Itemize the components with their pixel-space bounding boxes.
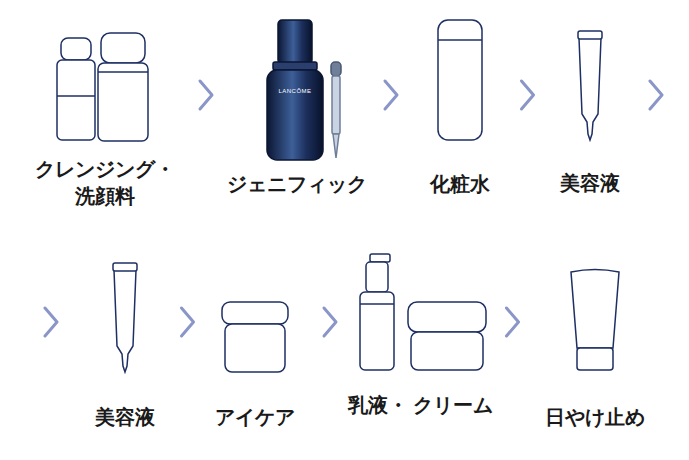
icon-part: [370, 254, 390, 262]
step-label: 美容液: [541, 170, 639, 197]
icon-part: [61, 38, 91, 60]
icon-part: [333, 134, 339, 158]
icon-part: [366, 262, 388, 292]
step-label: 美容液: [71, 404, 179, 431]
step-item: 化粧水: [406, 18, 514, 198]
icon-part: [360, 303, 394, 305]
product-icon: [346, 252, 494, 372]
icon-part: [225, 324, 285, 372]
icon-part: [113, 263, 137, 271]
step-item: 美容液: [541, 30, 639, 197]
icon-part: [98, 63, 148, 141]
product-icon: [531, 268, 659, 373]
step-chevron: [522, 81, 534, 109]
step-item: 日やけ止め: [531, 268, 659, 431]
brand-label: LANCÔME: [267, 88, 323, 94]
icon-part: [278, 20, 312, 64]
icon-part: [273, 62, 317, 70]
step-chevron: [324, 308, 336, 336]
step-label: クレンジング・ 洗顔料: [16, 156, 194, 210]
step-label: アイケア: [196, 404, 314, 431]
step-item: 美容液: [71, 262, 179, 431]
icon-part: [408, 302, 486, 332]
icon-part: [577, 348, 613, 370]
icon-part: [98, 71, 148, 73]
step-item: クレンジング・ 洗顔料: [16, 32, 194, 210]
step-item: 乳液・ クリーム: [346, 252, 494, 419]
step-label: 日やけ止め: [531, 404, 659, 431]
icon-part: [578, 31, 602, 39]
step-label: 化粧水: [406, 171, 514, 198]
icon-part: [438, 20, 482, 140]
icon-part: [57, 95, 95, 97]
step-item: アイケア: [196, 300, 314, 431]
icon-part: [332, 76, 340, 134]
icon-part: [411, 332, 483, 370]
product-icon: [196, 300, 314, 375]
icon-part: [331, 62, 341, 76]
step-chevron: [200, 81, 212, 109]
icon-part: [101, 33, 145, 63]
icon-part: [57, 60, 95, 140]
icon-part: [579, 38, 601, 140]
icon-part: [360, 292, 394, 370]
step-chevron: [507, 308, 519, 336]
step-label: 乳液・ クリーム: [346, 392, 494, 419]
icon-part: [222, 302, 288, 324]
icon-part: [571, 270, 619, 349]
product-icon: [541, 30, 639, 142]
step-chevron: [182, 308, 194, 336]
icon-part: [114, 270, 136, 372]
step-label: ジェニフィック: [218, 171, 376, 198]
icon-part: [438, 39, 482, 41]
product-icon: [71, 262, 179, 374]
step-item: ジェニフィック LANCÔME: [218, 18, 376, 198]
icon-part: [267, 70, 323, 160]
product-icon: [406, 18, 514, 143]
step-chevron: [385, 81, 397, 109]
product-icon: [16, 32, 194, 142]
